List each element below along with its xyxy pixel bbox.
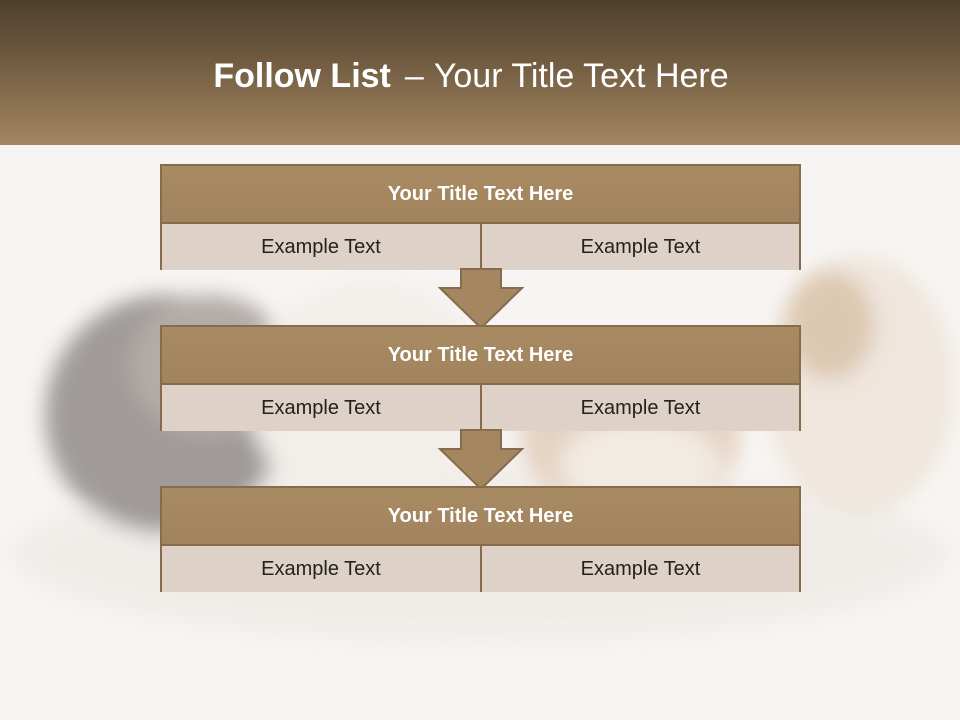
- block-right-cell: Example Text: [482, 385, 799, 431]
- down-arrow-icon: [438, 429, 524, 491]
- down-arrow-icon: [438, 268, 524, 330]
- flow-block: Your Title Text Here Example Text Exampl…: [160, 486, 801, 592]
- flow-block: Your Title Text Here Example Text Exampl…: [160, 164, 801, 270]
- block-left-cell: Example Text: [162, 546, 480, 592]
- block-title: Your Title Text Here: [162, 327, 799, 383]
- slide-title: Follow List–Your Title Text Here: [0, 55, 942, 97]
- block-left-cell: Example Text: [162, 385, 480, 431]
- block-title: Your Title Text Here: [162, 166, 799, 222]
- header-band: [0, 0, 960, 145]
- block-right-cell: Example Text: [482, 546, 799, 592]
- block-left-cell: Example Text: [162, 224, 480, 270]
- block-title: Your Title Text Here: [162, 488, 799, 544]
- slide-title-bold: Follow List: [213, 57, 391, 95]
- block-right-cell: Example Text: [482, 224, 799, 270]
- flow-block: Your Title Text Here Example Text Exampl…: [160, 325, 801, 431]
- slide-title-rest: Your Title Text Here: [433, 57, 729, 95]
- slide-title-dash: –: [404, 57, 424, 95]
